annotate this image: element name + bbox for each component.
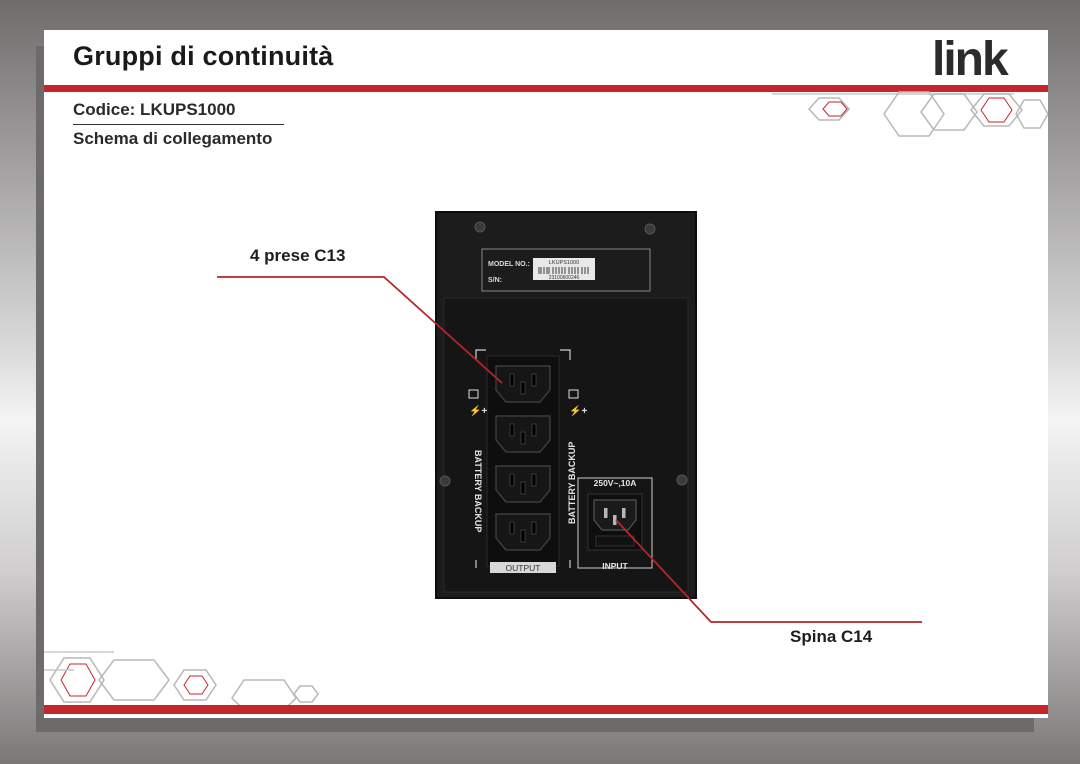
- serial-label: S/N:: [488, 277, 502, 284]
- footer-divider: [44, 705, 1048, 714]
- input-label: INPUT: [602, 561, 628, 571]
- svg-text:⚡+: ⚡+: [469, 404, 487, 417]
- screw-icon: [439, 475, 451, 487]
- page-title: Gruppi di continuità: [73, 41, 334, 71]
- battery-backup-label-right: BATTERY BACKUP: [567, 442, 577, 524]
- c13-outlets: [495, 365, 551, 551]
- outlets-callout: 4 prese C13: [250, 246, 346, 265]
- screw-icon: [474, 221, 486, 233]
- c13-outlet: [495, 365, 551, 403]
- product-code: Codice: LKUPS1000: [73, 100, 236, 119]
- code-underline: [73, 124, 284, 125]
- header-divider: [44, 85, 1048, 92]
- model-value: LKUPS1000: [549, 260, 579, 266]
- ups-rear-panel: MODEL NO.: S/N: LKUPS1000 23100600246: [217, 211, 922, 623]
- document-page: Gruppi di continuità link Codice: LKUP: [44, 30, 1048, 718]
- battery-backup-icon: ⚡+ ⚡+: [468, 389, 587, 417]
- inlet-callout: Spina C14: [790, 627, 873, 646]
- serial-value: 23100600246: [549, 275, 580, 281]
- diagram-subtitle: Schema di collegamento: [73, 129, 273, 148]
- c14-inlet: [593, 499, 637, 531]
- outlets-callout-line: [217, 276, 503, 384]
- svg-text:⚡+: ⚡+: [569, 404, 587, 417]
- battery-backup-label-left: BATTERY BACKUP: [473, 450, 483, 532]
- brand-logo: link: [932, 33, 1009, 86]
- output-label: OUTPUT: [506, 563, 541, 573]
- c13-outlet: [495, 513, 551, 551]
- c13-outlet: [495, 465, 551, 503]
- model-label: MODEL NO.:: [488, 261, 530, 268]
- screw-icon: [676, 474, 688, 486]
- input-rating: 250V~,10A: [594, 478, 637, 488]
- c13-outlet: [495, 415, 551, 453]
- inlet-callout-line: [615, 519, 922, 623]
- screw-icon: [644, 223, 656, 235]
